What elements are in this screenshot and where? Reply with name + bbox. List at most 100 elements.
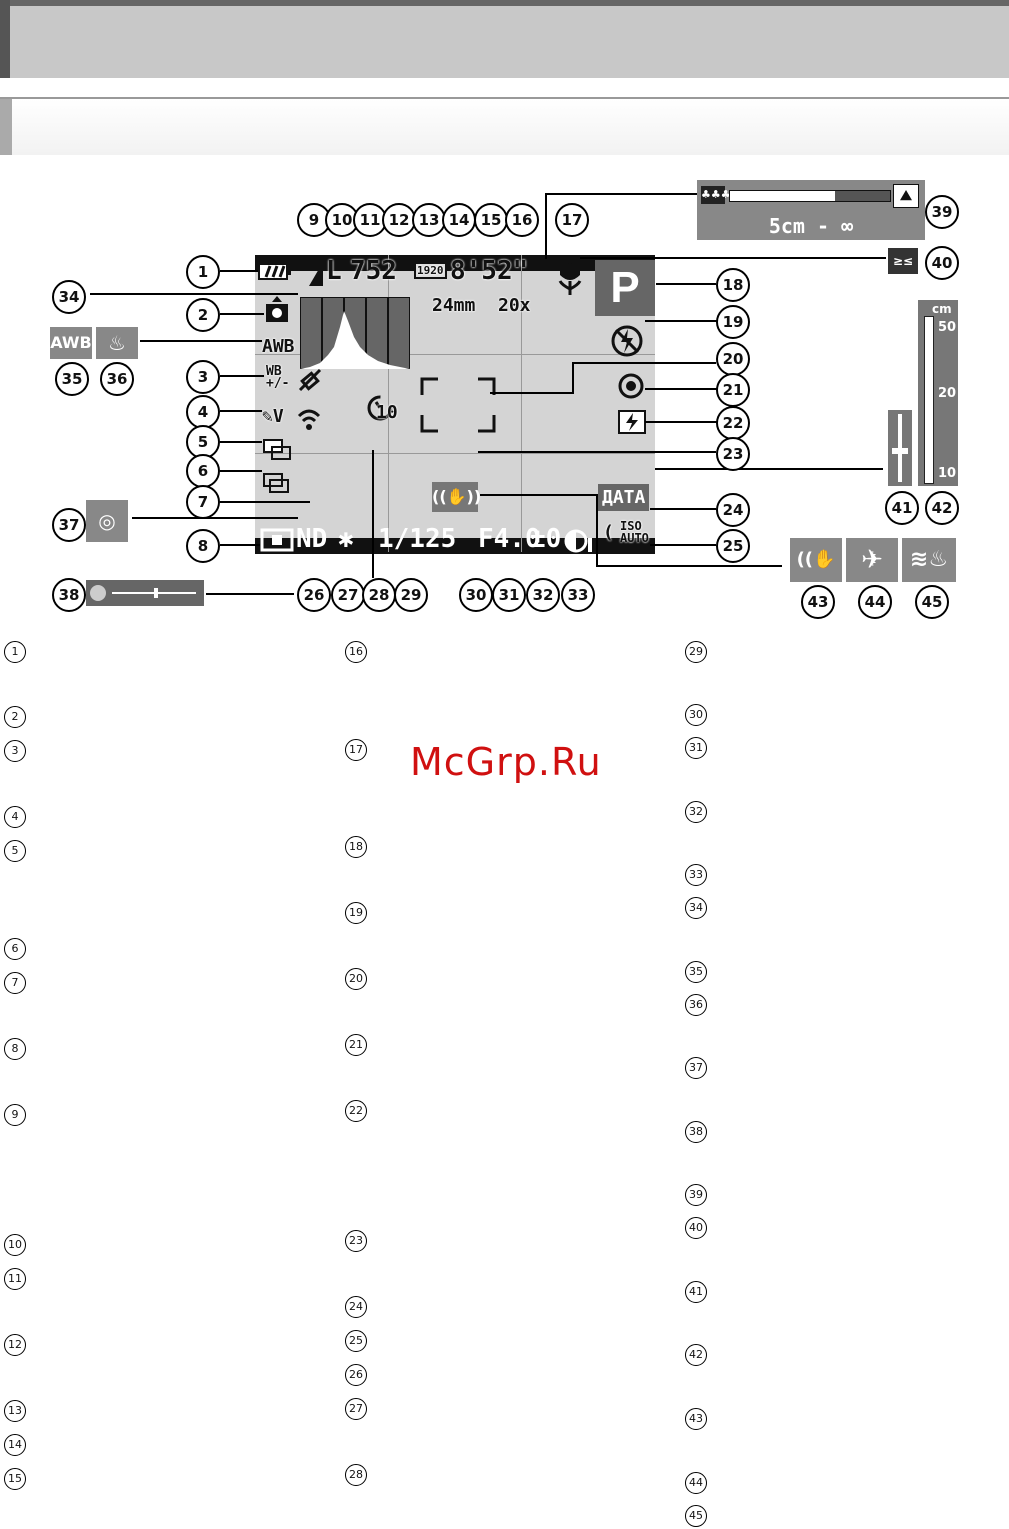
callout-15: 15 [474, 203, 508, 237]
exposure-compensation: ±0 [530, 524, 562, 554]
leader [545, 193, 547, 259]
legend-number: 26 [345, 1364, 367, 1386]
airplane-icon: ✈ [846, 538, 898, 582]
legend-number: 16 [345, 641, 367, 663]
scale-unit: cm [932, 302, 952, 316]
grid-line [255, 453, 655, 454]
legend-number: 37 [685, 1057, 707, 1079]
mf-indicator [86, 580, 204, 606]
leader [645, 388, 717, 390]
legend-number: 27 [345, 1398, 367, 1420]
callout-12: 12 [382, 203, 416, 237]
legend-number: 40 [685, 1217, 707, 1239]
leader [140, 340, 262, 342]
callout-2: 2 [186, 298, 220, 332]
callout-34: 34 [52, 280, 86, 314]
legend-number: 3 [4, 740, 26, 762]
flash-compensation-icon [618, 410, 646, 434]
legend-number: 20 [345, 968, 367, 990]
iso-speed: ISO AUTO [620, 519, 649, 545]
flash-off-icon [611, 325, 643, 357]
grid-line [255, 354, 655, 355]
gps-icon [298, 368, 322, 392]
leader [490, 392, 572, 394]
my-colors-icon: ✎V [262, 406, 284, 427]
callout-3: 3 [186, 360, 220, 394]
focal-length: 24mm [432, 295, 476, 316]
leader [650, 508, 716, 510]
callout-16: 16 [505, 203, 539, 237]
section-header-bar [0, 0, 1009, 78]
lamp-icon: ♨ [96, 327, 138, 359]
legend-number: 2 [4, 706, 26, 728]
callout-1: 1 [186, 255, 220, 289]
battery-icon [258, 263, 291, 280]
callout-44: 44 [858, 585, 892, 619]
callout-31: 31 [492, 578, 526, 612]
wifi-icon [297, 409, 321, 430]
legend-number: 32 [685, 801, 707, 823]
callout-14: 14 [442, 203, 476, 237]
leader [90, 293, 298, 295]
leader [572, 362, 716, 364]
lens-ring-icon: ( [603, 522, 614, 543]
self-timer-icon [367, 395, 393, 421]
legend-number: 33 [685, 864, 707, 886]
red-eye-icon [618, 373, 644, 399]
callout-20: 20 [716, 342, 750, 376]
legend-number: 31 [685, 737, 707, 759]
leader [645, 320, 717, 322]
leader [596, 565, 782, 567]
legend-number: 39 [685, 1184, 707, 1206]
callout-42: 42 [925, 491, 959, 525]
legend-number: 1 [4, 641, 26, 663]
leader [132, 517, 298, 519]
callout-28: 28 [362, 578, 396, 612]
callout-39: 39 [925, 195, 959, 229]
legend-number: 5 [4, 840, 26, 862]
leader [372, 450, 374, 578]
leader [220, 313, 264, 315]
callout-19: 19 [716, 305, 750, 339]
legend-number: 8 [4, 1038, 26, 1060]
macro-icon [558, 261, 582, 295]
callout-41: 41 [885, 491, 919, 525]
screen-bottom-band [255, 538, 655, 554]
grid-line [521, 255, 522, 552]
callout-24: 24 [716, 493, 750, 527]
image-stabilizer-icon: ((✋P [790, 538, 842, 614]
legend-number: 45 [685, 1505, 707, 1527]
leader [220, 270, 258, 272]
legend-number: 23 [345, 1230, 367, 1252]
drive-mode-icon [263, 473, 289, 493]
callout-33: 33 [561, 578, 595, 612]
scale-tick: 20 [938, 386, 957, 401]
legend-number: 14 [4, 1434, 26, 1456]
legend-number: 35 [685, 961, 707, 983]
legend-number: 28 [345, 1464, 367, 1486]
legend-number: 11 [4, 1268, 26, 1290]
legend-number: 7 [4, 972, 26, 994]
watermark: McGrp.Ru [410, 740, 602, 784]
legend-number: 25 [345, 1330, 367, 1352]
legend-number: 21 [345, 1034, 367, 1056]
legend-number: 19 [345, 902, 367, 924]
focus-range-panel: ♣♣♣ ⛰ 5cm - ∞ [697, 180, 925, 240]
af-frame [420, 377, 496, 433]
callout-7: 7 [186, 485, 220, 519]
scale-bar [924, 316, 934, 484]
legend-number: 15 [4, 1468, 26, 1490]
callout-43: 43 [801, 585, 835, 619]
callout-8: 8 [186, 529, 220, 563]
nd-filter: ND [296, 524, 328, 554]
movie-quality: 1920 [414, 262, 447, 279]
leader [545, 193, 697, 195]
leader [220, 544, 260, 546]
camera-shake-icon: ((✋)) [432, 482, 481, 512]
legend-number: 30 [685, 704, 707, 726]
legend-number: 41 [685, 1281, 707, 1303]
subsection-tab [0, 99, 12, 155]
legend-number: 34 [685, 897, 707, 919]
zoom-bar [888, 410, 912, 486]
screen-top-band [255, 255, 655, 271]
